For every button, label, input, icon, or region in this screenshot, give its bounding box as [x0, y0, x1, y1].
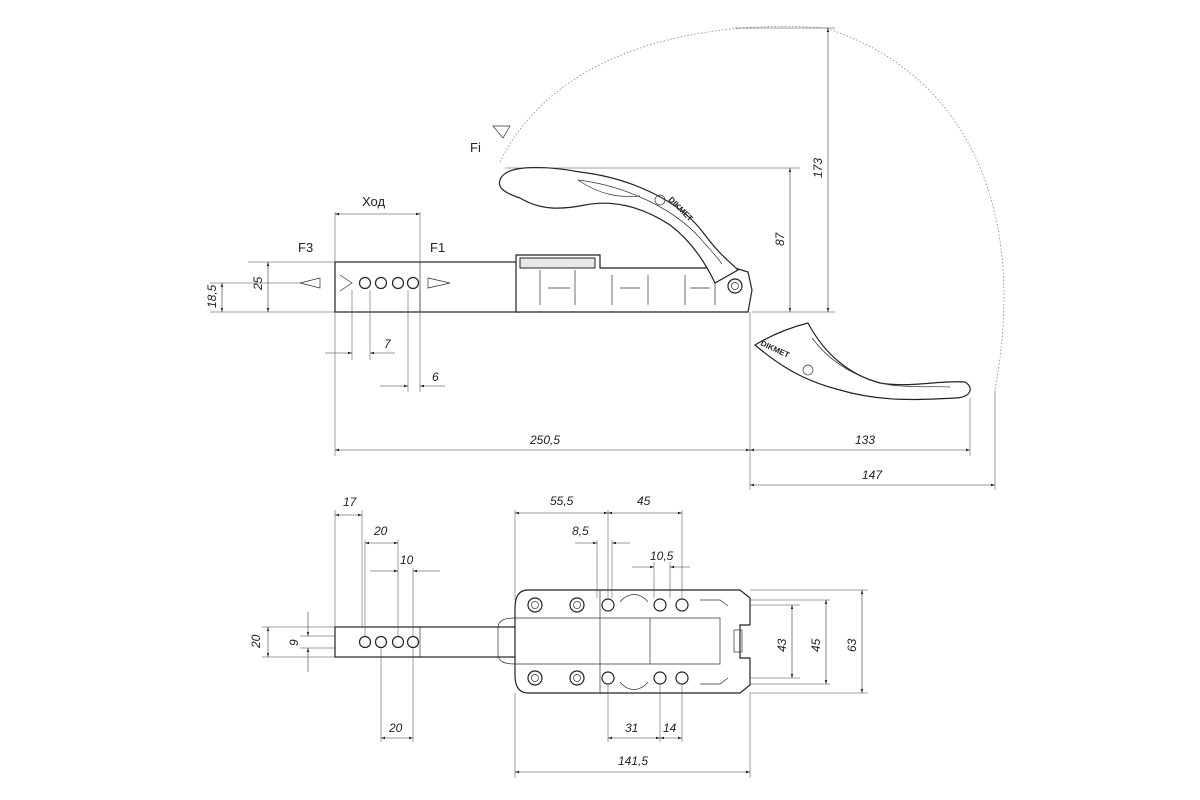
dim-7: 7 [384, 337, 392, 351]
f1-arrow-icon [427, 277, 451, 289]
top-view: 17 20 10 55,5 45 8,5 10,5 20 [249, 494, 868, 778]
dim-87: 87 [773, 231, 787, 246]
label-stroke: Ход [362, 194, 385, 209]
dim-10-5: 10,5 [650, 549, 674, 563]
fi-arrow-icon [492, 125, 511, 139]
dim-20-bottom: 20 [388, 721, 403, 735]
dim-173: 173 [811, 158, 825, 178]
dim-250-5: 250,5 [529, 433, 560, 447]
label-f1: F1 [430, 240, 445, 255]
clamp-body [515, 254, 753, 313]
dim-9: 9 [287, 639, 301, 646]
side-view: DIKMET DIKMET F3 F1 Fi Ход 25 18,5 [205, 26, 1005, 490]
dim-20-top: 20 [373, 524, 388, 538]
dim-10: 10 [400, 553, 414, 567]
dim-63: 63 [845, 638, 859, 652]
dim-45-top: 45 [637, 494, 651, 508]
label-f3: F3 [298, 240, 313, 255]
label-fi: Fi [470, 140, 481, 155]
dim-18-5: 18,5 [205, 284, 219, 308]
dim-133: 133 [855, 433, 875, 447]
dim-25: 25 [251, 276, 265, 291]
f3-arrow-icon [299, 277, 321, 289]
base-plate-top [497, 589, 751, 694]
dim-43: 43 [775, 638, 789, 652]
handle-swing-arc [499, 26, 1005, 391]
dim-6: 6 [432, 370, 439, 384]
dim-55-5: 55,5 [550, 494, 574, 508]
dim-14: 14 [663, 721, 677, 735]
dim-20-left: 20 [249, 634, 263, 649]
dim-8-5: 8,5 [572, 524, 589, 538]
dim-147: 147 [862, 468, 883, 482]
plunger-rod [334, 261, 521, 313]
dim-141-5: 141,5 [618, 754, 648, 768]
handle-lower-open: DIKMET [753, 322, 971, 401]
dim-17: 17 [343, 495, 358, 509]
dim-31: 31 [625, 721, 638, 735]
plunger-rod-top [334, 626, 531, 658]
dim-45-right: 45 [809, 638, 823, 652]
